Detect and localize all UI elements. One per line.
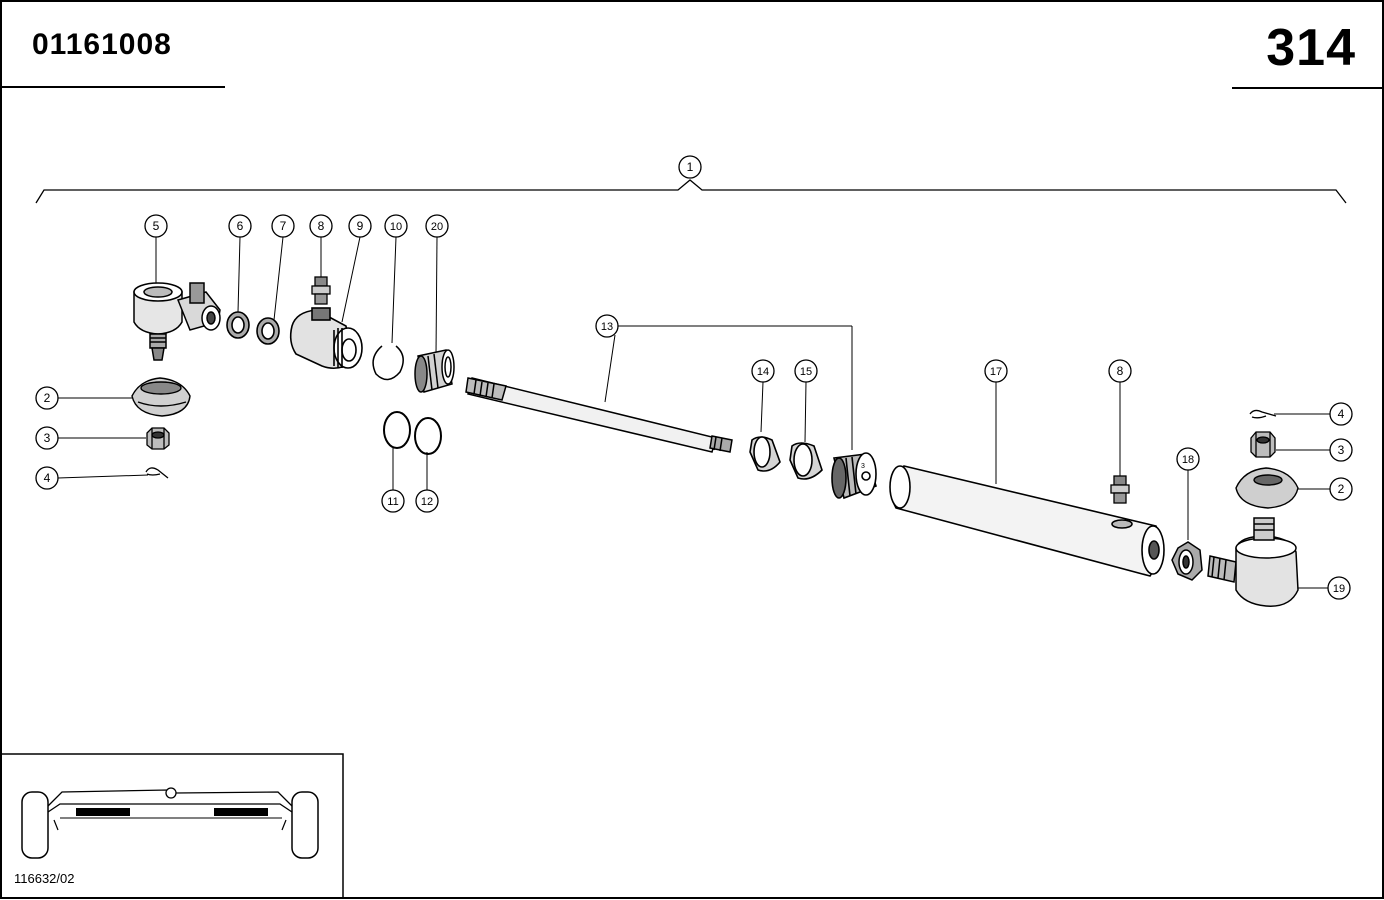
callout-11-label: 11: [387, 496, 398, 508]
callout-17-label: 17: [990, 366, 1002, 378]
callout-2-right-circle: [1329, 477, 1353, 501]
part-19-ball-joint-right: [1207, 517, 1299, 607]
callout-19-label: 19: [1333, 583, 1345, 595]
callout-3-right-circle: [1329, 438, 1353, 462]
callout-20-label: 20: [431, 221, 443, 233]
leader-lines: [57, 236, 1330, 589]
inset-wheel-left: [21, 791, 49, 859]
callout-1-circle: [678, 155, 702, 179]
inset-steering-cylinder-right: [214, 808, 268, 816]
part-2-dust-boot-left: [131, 377, 191, 417]
callout-2-left-circle: [35, 386, 59, 410]
page-number: 314: [1266, 19, 1356, 77]
callout-8-label: 8: [318, 219, 325, 233]
part-10-snap-ring: [372, 345, 404, 381]
callout-10-circle: [384, 214, 408, 238]
callout-9-circle: [348, 214, 372, 238]
callout-20-circle: [425, 214, 449, 238]
callout-4-right-circle: [1329, 402, 1353, 426]
callout-18-label: 18: [1182, 454, 1194, 466]
part-5-ball-joint-housing: [133, 282, 221, 361]
assembly-bracket: [35, 179, 1347, 204]
callout-12-circle: [415, 489, 439, 513]
part-11-o-ring: [383, 411, 411, 449]
inset-steering-cylinder-left: [76, 808, 130, 816]
callout-18-circle: [1176, 447, 1200, 471]
callout-7-label: 7: [280, 219, 287, 233]
part-8-grease-nipple-right: [1110, 475, 1130, 504]
callout-7-circle: [271, 214, 295, 238]
part-13-piston-head: [831, 452, 877, 500]
callout-13-label: 13: [601, 321, 613, 333]
part-4-cotter-pin-right: [1249, 409, 1277, 419]
callout-11-circle: [381, 489, 405, 513]
callout-14-circle: [751, 359, 775, 383]
callout-19-circle: [1327, 576, 1351, 600]
part-20-threaded-sleeve: [414, 349, 455, 393]
callout-15-circle: [794, 359, 818, 383]
part-14-guide-ring: [749, 436, 781, 472]
part-3-castle-nut-left: [146, 427, 170, 450]
callout-3-left-circle: [35, 426, 59, 450]
callout-6-label: 6: [237, 219, 244, 233]
part-number: 01161008: [32, 28, 172, 61]
callout-3-right-label: 3: [1338, 443, 1345, 457]
inset-reference-number: 116632/02: [14, 871, 75, 886]
callout-5-label: 5: [153, 219, 160, 233]
part-18-hex-nut: [1171, 541, 1203, 581]
inset-center-pivot: [165, 787, 177, 799]
part-2-dust-boot-right: [1235, 467, 1299, 509]
part-3-castle-nut-right: [1250, 431, 1276, 458]
part-17-cylinder-tube: [889, 465, 1165, 577]
part-4-cotter-pin-left: [145, 467, 169, 479]
callout-3-left-label: 3: [44, 431, 51, 445]
callout-15-label: 15: [800, 366, 812, 378]
axle-overview-inset: [0, 753, 344, 898]
callout-14-label: 14: [757, 366, 769, 378]
part-6-ring: [226, 311, 250, 339]
callout-2-left-label: 2: [44, 391, 51, 405]
callout-8-circle: [309, 214, 333, 238]
callout-2-right-label: 2: [1338, 482, 1345, 496]
part-15-guide-ring: [789, 442, 823, 480]
callout-10-label: 10: [390, 221, 402, 233]
callout-4-left-label: 4: [44, 471, 51, 485]
callout-12-label: 12: [421, 496, 433, 508]
part-12-o-ring: [414, 417, 442, 455]
part-9-clamp-housing: [289, 307, 363, 370]
part-8-grease-nipple-left: [311, 276, 331, 305]
piston-thread-mark: 3: [861, 463, 865, 470]
callout-8-right-label: 8: [1117, 364, 1124, 378]
callout-9-label: 9: [357, 219, 364, 233]
inset-wheel-right: [291, 791, 319, 859]
callout-8-right-circle: [1108, 359, 1132, 383]
part-13-piston-rod: [465, 377, 733, 453]
callout-5-circle: [144, 214, 168, 238]
callout-1-label: 1: [687, 160, 694, 174]
callout-13-circle: [595, 314, 619, 338]
part-7-ring: [256, 317, 280, 345]
callout-4-left-circle: [35, 466, 59, 490]
callout-4-right-label: 4: [1338, 407, 1345, 421]
callout-17-circle: [984, 359, 1008, 383]
callout-6-circle: [228, 214, 252, 238]
